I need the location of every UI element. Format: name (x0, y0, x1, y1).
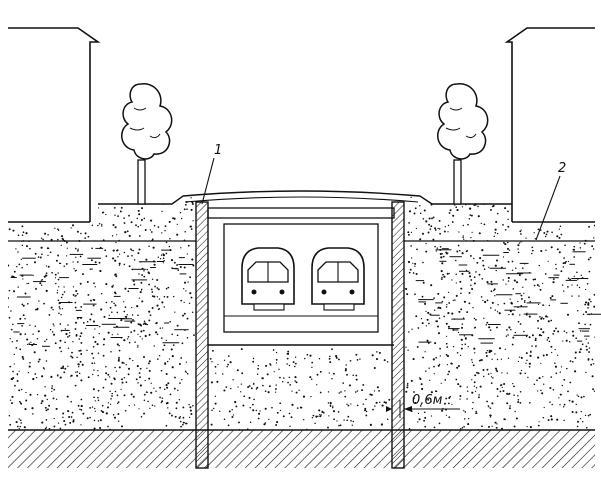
ground-surface (8, 190, 595, 205)
wall-label: 1 (214, 143, 222, 158)
tunnel-inner-frame (223, 223, 379, 333)
left-train (241, 247, 295, 311)
right-building (504, 27, 595, 223)
left-building (8, 27, 101, 223)
bedrock-layer (8, 430, 595, 468)
depth-label: 0,6м (412, 393, 443, 408)
soil-stipple-texture (8, 191, 595, 430)
right-train (311, 247, 365, 311)
groundwater-label-leader (535, 175, 561, 241)
depth-dimension (386, 400, 460, 418)
wall-label-leader (201, 157, 215, 205)
left-diaphragm-wall (195, 201, 209, 469)
road-surface-line (184, 196, 419, 203)
tunnel-roof-slab (207, 207, 395, 219)
right-diaphragm-wall (391, 201, 405, 469)
left-tree (121, 83, 173, 205)
groundwater-label: 2 (558, 161, 566, 176)
right-tree (437, 83, 489, 205)
